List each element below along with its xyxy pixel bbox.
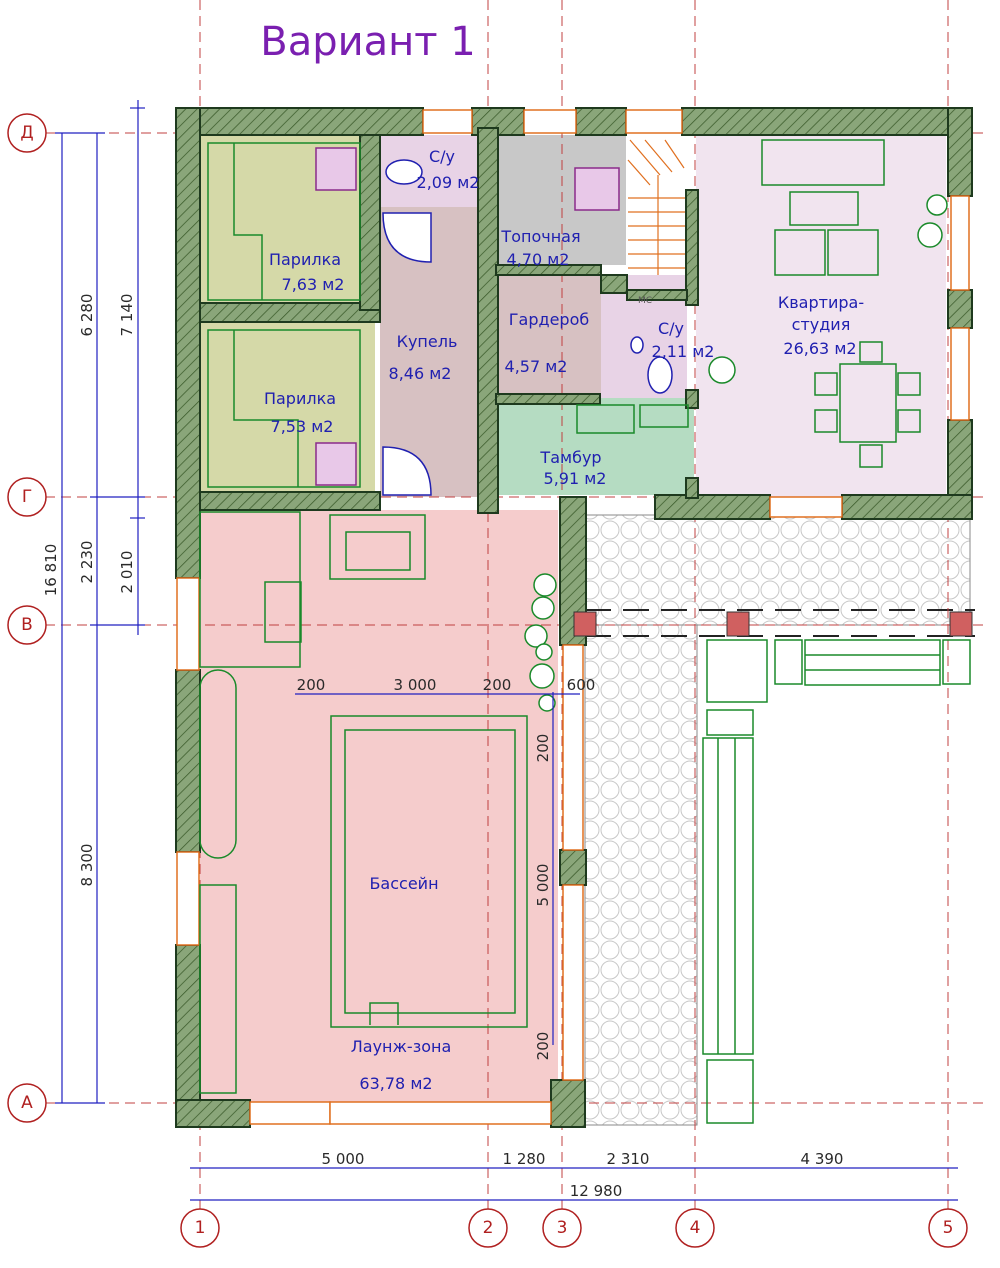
stair-fill [628,135,686,275]
dim-pool-width: 3 000 [394,676,437,694]
axis-col-2: 2 [483,1218,494,1238]
pool-dimension-labels: 200 3 000 200 600 200 5 000 200 [297,676,596,1060]
boiler-room-area: 4,70 м2 [507,250,570,269]
sanitary-fixtures [382,159,673,496]
bathroom-top-name: С/у [429,147,455,166]
studio-area: 26,63 м2 [783,339,856,358]
bathroom-top-area: 2,09 м2 [417,173,480,192]
dim-bottom-total: 12 980 [570,1182,623,1200]
dim-bottom-1: 5 000 [322,1150,365,1168]
dim-bottom-2: 1 280 [503,1150,546,1168]
axis-col-1: 1 [195,1218,206,1238]
lounge-fill [200,510,558,1104]
mc-label: МС [638,296,652,306]
walls [175,107,973,1128]
terrace-tiles-left [584,624,698,1126]
dim-pool-right: 200 [483,676,512,694]
sauna-bottom-name: Парилка [264,389,336,408]
terrace-tiles-top [584,514,971,626]
left-dimension-labels: 16 810 6 280 7 140 2 230 2 010 8 300 [42,294,136,887]
plunge-pool-area: 8,46 м2 [389,364,452,383]
axis-col-4: 4 [690,1218,701,1238]
dim-left-b: 7 140 [118,294,136,337]
staircase [627,139,686,275]
boiler-room-name: Топочная [500,227,580,246]
axis-row-V: В [21,615,33,635]
sauna-top-area: 7,63 м2 [282,275,345,294]
wardrobe-area: 4,57 м2 [505,357,568,376]
pool-name: Бассейн [369,874,438,893]
dim-left-e: 8 300 [78,844,96,887]
dim-left-a: 6 280 [78,294,96,337]
dim-total-height: 16 810 [42,544,60,597]
axis-col-3: 3 [557,1218,568,1238]
dim-bottom-3: 2 310 [607,1150,650,1168]
dim-pool-top: 200 [534,734,552,763]
dim-pool-bottom: 200 [534,1032,552,1061]
plants [524,194,948,712]
studio-name-line2: студия [792,315,851,334]
plan-title: Вариант 1 [260,19,475,65]
dim-pool-left: 200 [297,676,326,694]
bathroom-mid-name: С/у [658,319,684,338]
studio-name-line1: Квартира- [778,293,864,312]
axis-col-5: 5 [943,1218,954,1238]
pool-dimension-lines [295,692,580,1045]
sauna-top-name: Парилка [269,250,341,269]
room-labels: Парилка 7,63 м2 Парилка 7,53 м2 С/у 2,09… [264,147,864,1093]
axis-row-G: Г [22,487,32,507]
vestibule-name: Тамбур [539,448,601,467]
lounge-name: Лаунж-зона [351,1037,452,1056]
dim-left-d: 2 010 [118,551,136,594]
dim-bottom-4: 4 390 [801,1150,844,1168]
bathroom-mid-area: 2,11 м2 [652,342,715,361]
windows [176,109,970,1125]
axis-row-A: А [21,1093,33,1113]
wardrobe-name: Гардероб [509,310,589,329]
vestibule-area: 5,91 м2 [544,469,607,488]
bottom-dimension-labels: 5 000 1 280 2 310 4 390 12 980 [322,1150,844,1200]
furniture [199,139,971,1124]
wardrobe-fill [498,275,601,398]
dim-pool-length: 5 000 [534,864,552,907]
vestibule-fill [498,398,694,495]
bottom-dimension-lines [190,1167,958,1201]
lounge-area: 63,78 м2 [359,1074,432,1093]
plunge-pool-name: Купель [397,332,458,351]
dim-pool-gap: 600 [567,676,596,694]
sauna-bottom-area: 7,53 м2 [271,417,334,436]
axis-markers: Д Г В А 1 2 3 4 5 [7,113,968,1248]
left-dimension-lines [55,100,145,1104]
dim-left-c: 2 230 [78,541,96,584]
studio-fill [696,135,946,497]
axis-row-D: Д [20,123,33,143]
